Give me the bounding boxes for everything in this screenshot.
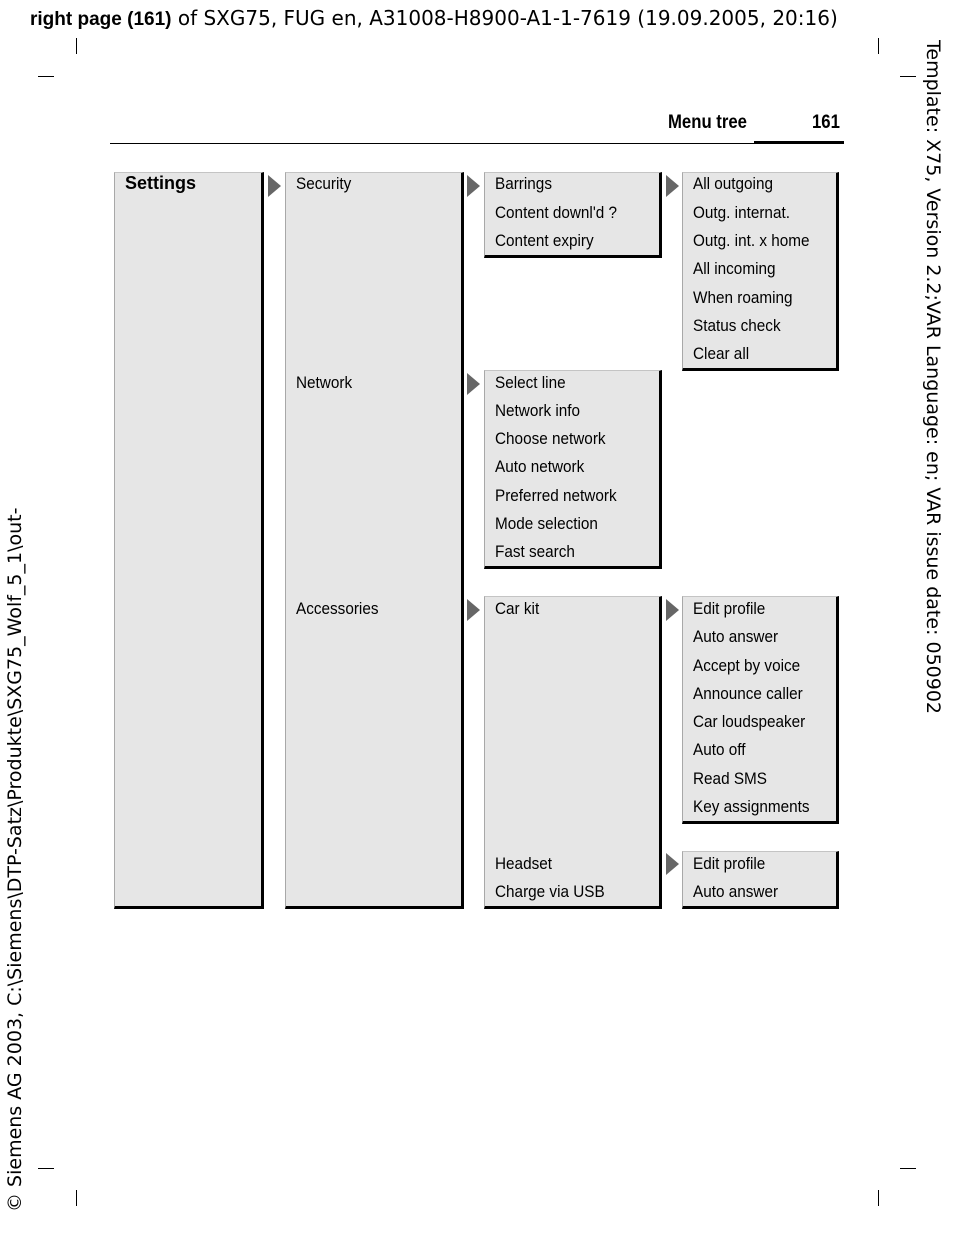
menu-item-preferred-network: Preferred network xyxy=(495,486,617,505)
crop-mark xyxy=(900,1168,916,1169)
menu-item-settings: Settings xyxy=(125,173,197,193)
menu-item-outg-internat: Outg. internat. xyxy=(693,203,790,222)
menu-item-when-roaming: When roaming xyxy=(693,288,793,307)
menu-item-accessories: Accessories xyxy=(296,599,379,618)
menu-item-announce-caller: Announce caller xyxy=(693,684,803,703)
menu-item-fast-search: Fast search xyxy=(495,542,575,561)
menu-item-accept-by-voice: Accept by voice xyxy=(693,656,801,675)
crop-mark xyxy=(878,1190,879,1206)
menu-item-edit-profile: Edit profile xyxy=(693,854,766,873)
settings-submenu-column xyxy=(285,172,464,909)
running-title: Menu tree xyxy=(668,112,747,133)
crop-mark xyxy=(76,38,77,54)
page-label: right page (161) xyxy=(30,9,172,30)
submenu-arrow-icon xyxy=(666,853,679,875)
menu-item-choose-network: Choose network xyxy=(495,429,606,448)
menu-item-all-incoming: All incoming xyxy=(693,259,776,278)
crop-mark xyxy=(38,76,54,77)
menu-item-status-check: Status check xyxy=(693,316,781,335)
menu-item-mode-selection: Mode selection xyxy=(495,514,598,533)
menu-item-network-info: Network info xyxy=(495,401,581,420)
menu-item-content-download: Content downl'd ? xyxy=(495,203,618,222)
menu-item-charge-via-usb: Charge via USB xyxy=(495,882,605,901)
copyright-path: © Siemens AG 2003, C:\Siemens\DTP-Satz\P… xyxy=(4,507,26,1212)
header-rule xyxy=(110,143,844,144)
accessories-submenu xyxy=(484,596,662,909)
menu-item-outg-int-x-home: Outg. int. x home xyxy=(693,231,810,250)
headset-submenu xyxy=(682,851,839,909)
page-number: 161 xyxy=(812,112,840,133)
crop-mark xyxy=(878,38,879,54)
submenu-arrow-icon xyxy=(268,175,281,197)
menu-item-security: Security xyxy=(296,174,352,193)
menu-item-auto-off: Auto off xyxy=(693,740,746,759)
crop-mark xyxy=(900,76,916,77)
template-info: Template: X75, Version 2.2;VAR Language:… xyxy=(922,40,944,715)
submenu-arrow-icon xyxy=(666,599,679,621)
submenu-arrow-icon xyxy=(467,175,480,197)
menu-item-read-sms: Read SMS xyxy=(693,769,767,788)
page-header: right page (161) of SXG75, FUG en, A3100… xyxy=(30,6,838,31)
submenu-arrow-icon xyxy=(467,373,480,395)
menu-item-key-assignments: Key assignments xyxy=(693,797,810,816)
menu-item-car-kit: Car kit xyxy=(495,599,540,618)
security-submenu xyxy=(484,172,662,258)
menu-item-auto-answer: Auto answer xyxy=(693,627,779,646)
menu-item-network: Network xyxy=(296,373,353,392)
settings-column xyxy=(114,172,264,909)
menu-item-content-expiry: Content expiry xyxy=(495,231,594,250)
header-rule-accent xyxy=(754,141,844,144)
menu-item-auto-network: Auto network xyxy=(495,457,585,476)
menu-item-barrings: Barrings xyxy=(495,174,552,193)
crop-mark xyxy=(38,1168,54,1169)
menu-item-select-line: Select line xyxy=(495,373,566,392)
crop-mark xyxy=(76,1190,77,1206)
doc-info: of SXG75, FUG en, A31008-H8900-A1-1-7619… xyxy=(171,6,838,30)
submenu-arrow-icon xyxy=(666,175,679,197)
network-submenu xyxy=(484,370,662,569)
menu-item-clear-all: Clear all xyxy=(693,344,750,363)
menu-item-headset: Headset xyxy=(495,854,552,873)
submenu-arrow-icon xyxy=(467,599,480,621)
menu-item-edit-profile: Edit profile xyxy=(693,599,766,618)
menu-item-all-outgoing: All outgoing xyxy=(693,174,773,193)
menu-item-auto-answer: Auto answer xyxy=(693,882,779,901)
menu-item-car-loudspeaker: Car loudspeaker xyxy=(693,712,806,731)
barrings-submenu xyxy=(682,172,839,371)
car-kit-submenu xyxy=(682,596,839,824)
